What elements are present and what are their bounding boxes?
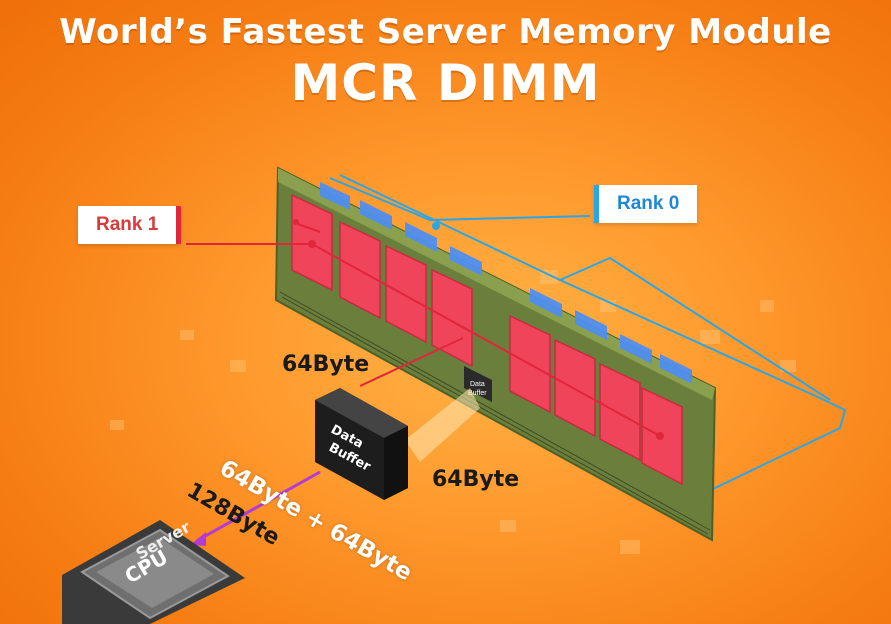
gold-contacts bbox=[279, 291, 711, 535]
product-name: MCR DIMM bbox=[290, 54, 601, 112]
small-buffer-label-2: Buffer bbox=[468, 390, 487, 397]
bytes-upper-label: 64Byte bbox=[282, 352, 370, 377]
small-buffer-label-1: Data bbox=[470, 381, 485, 388]
rank1-dot bbox=[308, 240, 316, 248]
rank0-chips bbox=[320, 182, 692, 384]
rank1-tag: Rank 1 bbox=[78, 206, 182, 244]
small-data-buffer bbox=[464, 366, 492, 402]
rank0-tag: Rank 0 bbox=[594, 185, 698, 223]
server-cpu bbox=[62, 520, 245, 624]
data-buffer-chip bbox=[315, 388, 408, 500]
rank0-dot bbox=[432, 222, 440, 230]
bytes-lower-label: 64Byte bbox=[432, 467, 520, 492]
arrow-to-cpu bbox=[197, 470, 321, 542]
headline: World’s Fastest Server Memory Module bbox=[59, 12, 832, 52]
